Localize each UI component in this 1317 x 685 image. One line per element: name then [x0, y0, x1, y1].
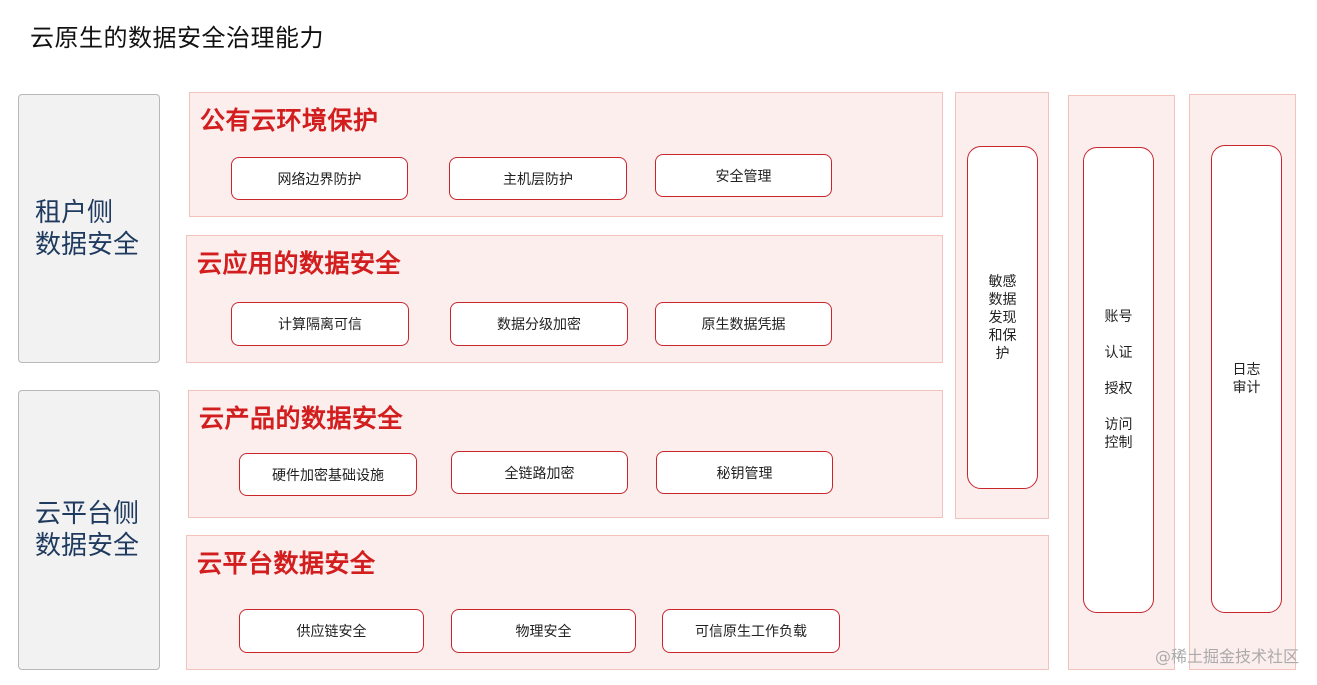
panel-public-cloud-title: 公有云环境保护	[200, 106, 379, 135]
platform-side-label: 云平台侧 数据安全	[35, 499, 140, 561]
chip-hardware-encryption: 硬件加密基础设施	[239, 453, 417, 496]
chip-full-link-encryption: 全链路加密	[451, 451, 628, 494]
chip-trusted-workload: 可信原生工作负载	[662, 609, 840, 653]
vchip-account-access-label: 账号 认证 授权 访问 控制	[1104, 309, 1133, 451]
panel-cloud-product-title: 云产品的数据安全	[199, 404, 404, 433]
chip-physical-security: 物理安全	[451, 609, 636, 653]
chip-key-management: 秘钥管理	[656, 451, 833, 494]
tenant-side-box: 租户侧 数据安全	[18, 94, 160, 363]
chip-native-credentials: 原生数据凭据	[655, 302, 832, 346]
page-title: 云原生的数据安全治理能力	[30, 24, 324, 52]
platform-side-box: 云平台侧 数据安全	[18, 390, 160, 670]
panel-cloud-app: 云应用的数据安全 计算隔离可信 数据分级加密 原生数据凭据	[186, 235, 943, 363]
chip-host-layer: 主机层防护	[449, 157, 627, 200]
panel-cloud-app-title: 云应用的数据安全	[197, 249, 402, 278]
watermark: @稀土掘金技术社区	[1154, 647, 1299, 666]
chip-data-classification: 数据分级加密	[450, 302, 628, 346]
tenant-side-label: 租户侧 数据安全	[35, 197, 140, 260]
panel-cloud-product: 云产品的数据安全 硬件加密基础设施 全链路加密 秘钥管理	[188, 390, 943, 518]
vchip-sensitive-data: 敏感 数据 发现 和保 护	[967, 146, 1038, 489]
chip-supply-chain: 供应链安全	[239, 609, 424, 653]
chip-network-boundary: 网络边界防护	[231, 157, 408, 200]
vpanel-sensitive-data: 敏感 数据 发现 和保 护	[955, 92, 1049, 519]
chip-compute-isolation: 计算隔离可信	[231, 302, 409, 346]
vchip-sensitive-data-label: 敏感 数据 发现 和保 护	[988, 273, 1017, 362]
vchip-log-audit: 日志 审计	[1211, 145, 1282, 613]
vpanel-account-access: 账号 认证 授权 访问 控制	[1068, 95, 1175, 670]
panel-cloud-platform-title: 云平台数据安全	[197, 549, 376, 578]
vpanel-log-audit: 日志 审计	[1189, 94, 1296, 670]
panel-cloud-platform: 云平台数据安全 供应链安全 物理安全 可信原生工作负载	[186, 535, 1049, 670]
vchip-log-audit-label: 日志 审计	[1232, 362, 1261, 396]
vchip-account-access: 账号 认证 授权 访问 控制	[1083, 147, 1154, 613]
chip-security-management: 安全管理	[655, 154, 832, 197]
panel-public-cloud: 公有云环境保护 网络边界防护 主机层防护 安全管理	[189, 92, 943, 217]
